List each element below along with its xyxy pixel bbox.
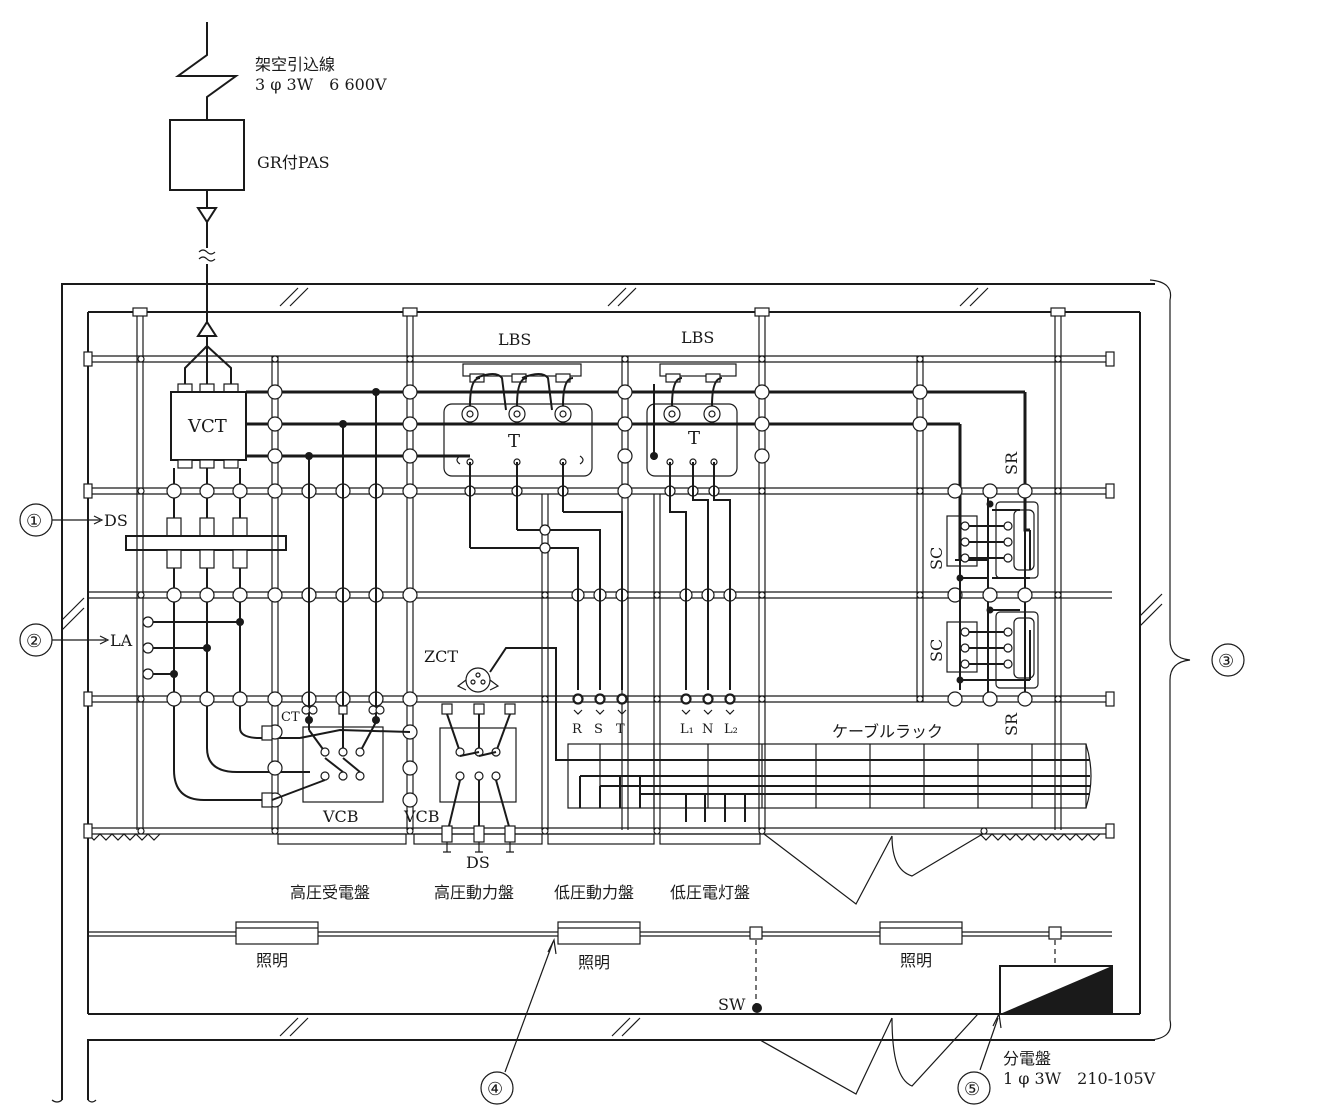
marker-5 xyxy=(957,1071,991,1105)
cable-head-top xyxy=(196,207,218,224)
panel-lv-lighting: 低圧電灯盤 xyxy=(670,883,750,902)
sr1-box xyxy=(995,501,1039,579)
light-fixture-2 xyxy=(557,921,641,945)
terminal-n: N xyxy=(702,722,713,737)
cable-rack-label: ケーブルラック xyxy=(832,722,943,741)
terminal-s: S xyxy=(594,722,603,737)
sr1-label: SR xyxy=(1002,451,1021,475)
sc1-label: SC xyxy=(927,547,946,570)
ds-bar xyxy=(125,535,287,551)
light-label-2: 照明 xyxy=(578,953,610,972)
lbs2-bar xyxy=(659,363,737,377)
marker-5-text: ⑤ xyxy=(964,1079,980,1100)
terminal-l2: L₂ xyxy=(724,722,738,737)
panel-lv-power: 低圧動力盤 xyxy=(554,883,634,902)
sw-label: SW xyxy=(718,995,746,1014)
line-name: 架空引込線 xyxy=(255,55,335,74)
la-label: LA xyxy=(110,631,133,650)
hv-buses xyxy=(246,390,1030,700)
marker-1-text: ① xyxy=(26,511,42,532)
sr2-label: SR xyxy=(1002,712,1021,736)
marker-4 xyxy=(480,1071,514,1105)
sc2-label: SC xyxy=(927,639,946,662)
terminal-r: R xyxy=(572,722,583,737)
lbs1-group xyxy=(443,363,627,704)
marker-2-text: ② xyxy=(26,631,42,652)
vcb1-label: VCB xyxy=(322,807,359,826)
terminal-t: T xyxy=(616,722,625,737)
pas-box xyxy=(169,119,245,191)
marker-4-text: ④ xyxy=(487,1079,503,1100)
ds-bottom-label: DS xyxy=(466,853,490,872)
sr2-box xyxy=(995,611,1039,689)
distribution-spec: 1 φ 3W 210-105V xyxy=(1003,1069,1156,1088)
t2-label: T xyxy=(688,428,700,449)
cable-head-bottom xyxy=(196,320,218,337)
light-label-3: 照明 xyxy=(900,951,932,970)
marker-3 xyxy=(1211,643,1245,677)
ds-label: DS xyxy=(104,511,128,530)
terminal-l1: L₁ xyxy=(680,722,694,737)
zct-ring xyxy=(465,667,491,693)
sc-sr-group xyxy=(946,500,1039,690)
lbs2-label: LBS xyxy=(681,328,714,347)
pas-label: GR付PAS xyxy=(257,153,330,172)
light-fixture-3 xyxy=(879,921,963,945)
lbs1-label: LBS xyxy=(498,330,531,349)
distribution-name: 分電盤 xyxy=(1003,1049,1051,1068)
light-fixture-1 xyxy=(235,921,319,945)
ct-label: CT xyxy=(281,710,300,725)
zct-label: ZCT xyxy=(424,647,458,666)
vcb2-label: VCB xyxy=(403,807,440,826)
power-terminals xyxy=(573,709,735,715)
room-walls xyxy=(51,283,1163,1103)
t1-label: T xyxy=(508,431,520,452)
vcb1-group xyxy=(261,388,411,808)
vcb2-group xyxy=(439,647,1090,853)
lbs2-group xyxy=(646,363,738,704)
incoming-line xyxy=(169,22,245,388)
vct-label: VCT xyxy=(187,416,227,437)
marker-3-text: ③ xyxy=(1218,651,1234,672)
line-spec: 3 φ 3W 6 600V xyxy=(255,75,387,94)
brace-3 xyxy=(1149,279,1191,1041)
lighting-row xyxy=(88,921,1113,1015)
panel-hv-power: 高圧動力盤 xyxy=(434,883,514,902)
light-label-1: 照明 xyxy=(256,951,288,970)
cable-rack xyxy=(567,743,1092,822)
door-swings xyxy=(759,831,987,1095)
switch-dot xyxy=(752,1003,762,1013)
panel-hv-receiving: 高圧受電盤 xyxy=(290,883,370,902)
